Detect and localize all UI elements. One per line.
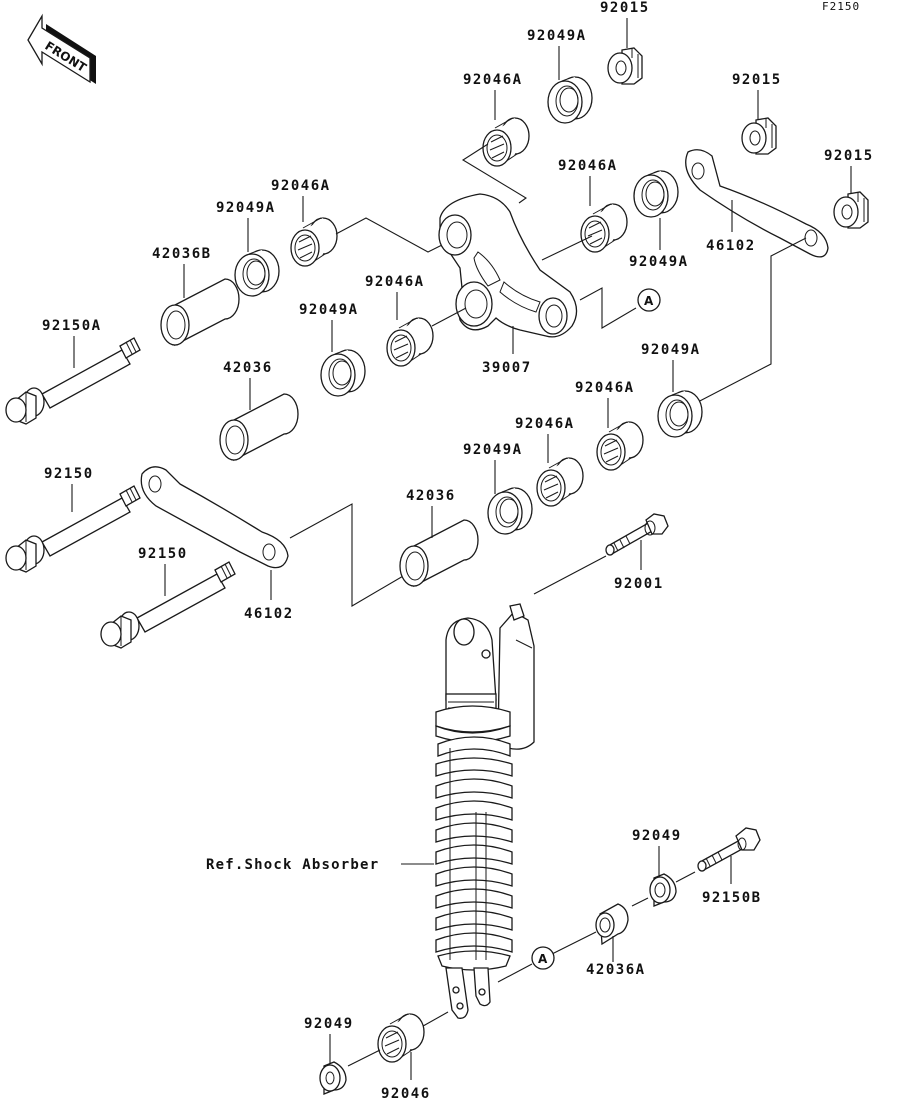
part-label: 92046A [558, 158, 618, 174]
part-label: 42036B [152, 246, 212, 262]
part-46102-right[interactable]: 46102 [685, 149, 829, 258]
leader-line [431, 307, 467, 327]
part-label: 92049A [463, 442, 523, 458]
part-92049-right[interactable]: 92049 [632, 828, 682, 907]
part-92046A-lower-mid[interactable]: 92046A [515, 416, 584, 507]
part-label: 92049A [299, 302, 359, 318]
shock-absorber[interactable] [435, 603, 535, 1019]
part-92049A-lower-right[interactable]: 92049A [641, 342, 703, 438]
part-92150-bolt-mid[interactable]: 92150 [5, 466, 141, 573]
part-label: 92049 [632, 828, 682, 844]
part-label: 92150 [138, 546, 188, 562]
part-label: 92049A [629, 254, 689, 270]
part-label: 92046A [515, 416, 575, 432]
leader-line [347, 1049, 381, 1067]
part-92049A-right-upper[interactable]: 92049A [629, 170, 689, 270]
leader-line [289, 503, 411, 607]
part-92015-mid[interactable]: 92015 [732, 72, 782, 155]
part-92046A-left-upper[interactable]: 92046A [271, 178, 338, 267]
part-label: 92046 [381, 1086, 431, 1102]
part-92049-left[interactable]: 92049 [304, 1016, 354, 1095]
leader-line [541, 235, 593, 261]
leader-line [497, 963, 533, 983]
part-92150A-bolt[interactable]: 92150A [5, 318, 141, 425]
part-label: 92001 [614, 576, 664, 592]
part-92150B-bolt[interactable]: 92150B [697, 827, 762, 906]
spring-coils [435, 736, 513, 971]
leader-line [579, 287, 637, 329]
part-92046A-top[interactable]: 92046A [463, 72, 530, 167]
part-92001-bolt[interactable]: 92001 [605, 513, 669, 592]
leader-line [693, 237, 807, 405]
part-label: 46102 [706, 238, 756, 254]
part-92046[interactable]: 92046 [377, 1013, 431, 1102]
part-92150-bolt-lower[interactable]: 92150 [100, 546, 236, 649]
front-arrow-icon: FRONT [27, 13, 96, 84]
part-92049A-left-upper[interactable]: 92049A [216, 200, 280, 297]
part-42036A[interactable]: 42036A [586, 903, 646, 978]
part-label: 92015 [732, 72, 782, 88]
part-92046A-lower-right[interactable]: 92046A [575, 380, 644, 471]
figure-id: F2150 [822, 0, 860, 13]
part-label: 92150B [702, 890, 762, 906]
reference-label: Ref.Shock Absorber [206, 857, 379, 873]
callout-label: A [538, 952, 548, 966]
leader-line [551, 931, 597, 955]
part-label: 92046A [463, 72, 523, 88]
part-label: 92049A [641, 342, 701, 358]
leader-line [533, 555, 607, 595]
part-label: 46102 [244, 606, 294, 622]
part-label: 42036 [406, 488, 456, 504]
part-46102-left[interactable]: 46102 [140, 466, 294, 622]
part-label: 39007 [482, 360, 532, 376]
callout-A-upper: A [637, 288, 661, 312]
part-label: 92049 [304, 1016, 354, 1032]
part-92046A-rocker[interactable]: 92046A [365, 274, 434, 367]
leader-line [461, 143, 528, 204]
part-label: 92046A [271, 178, 331, 194]
part-label: 42036A [586, 962, 646, 978]
part-label: 92015 [600, 0, 650, 16]
part-92046A-center[interactable]: 92046A [558, 158, 628, 253]
part-92015-right[interactable]: 92015 [824, 148, 874, 229]
part-label: 92150A [42, 318, 102, 334]
part-label: 92049A [216, 200, 276, 216]
leader-line [675, 871, 696, 883]
part-label: 92015 [824, 148, 874, 164]
part-label: 92150 [44, 466, 94, 482]
part-label: 92046A [575, 380, 635, 396]
callout-label: A [644, 294, 654, 308]
part-42036-lower[interactable]: 42036 [399, 488, 479, 587]
part-92015-top[interactable]: 92015 [600, 0, 650, 85]
shock-reference-label: Ref.Shock Absorber [206, 857, 434, 873]
part-42036B[interactable]: 42036B [152, 246, 240, 346]
part-92049A-rocker[interactable]: 92049A [299, 302, 366, 397]
part-label: 92049A [527, 28, 587, 44]
part-label: 92046A [365, 274, 425, 290]
part-39007-rocker-arm[interactable]: 39007 [438, 193, 578, 376]
part-label: 42036 [223, 360, 273, 376]
leader-line [631, 897, 649, 907]
part-92049A-lower-mid[interactable]: 92049A [463, 442, 533, 535]
callout-A-lower: A [531, 946, 555, 970]
part-92049A-top[interactable]: 92049A [527, 28, 593, 124]
part-42036-mid[interactable]: 42036 [219, 360, 299, 461]
